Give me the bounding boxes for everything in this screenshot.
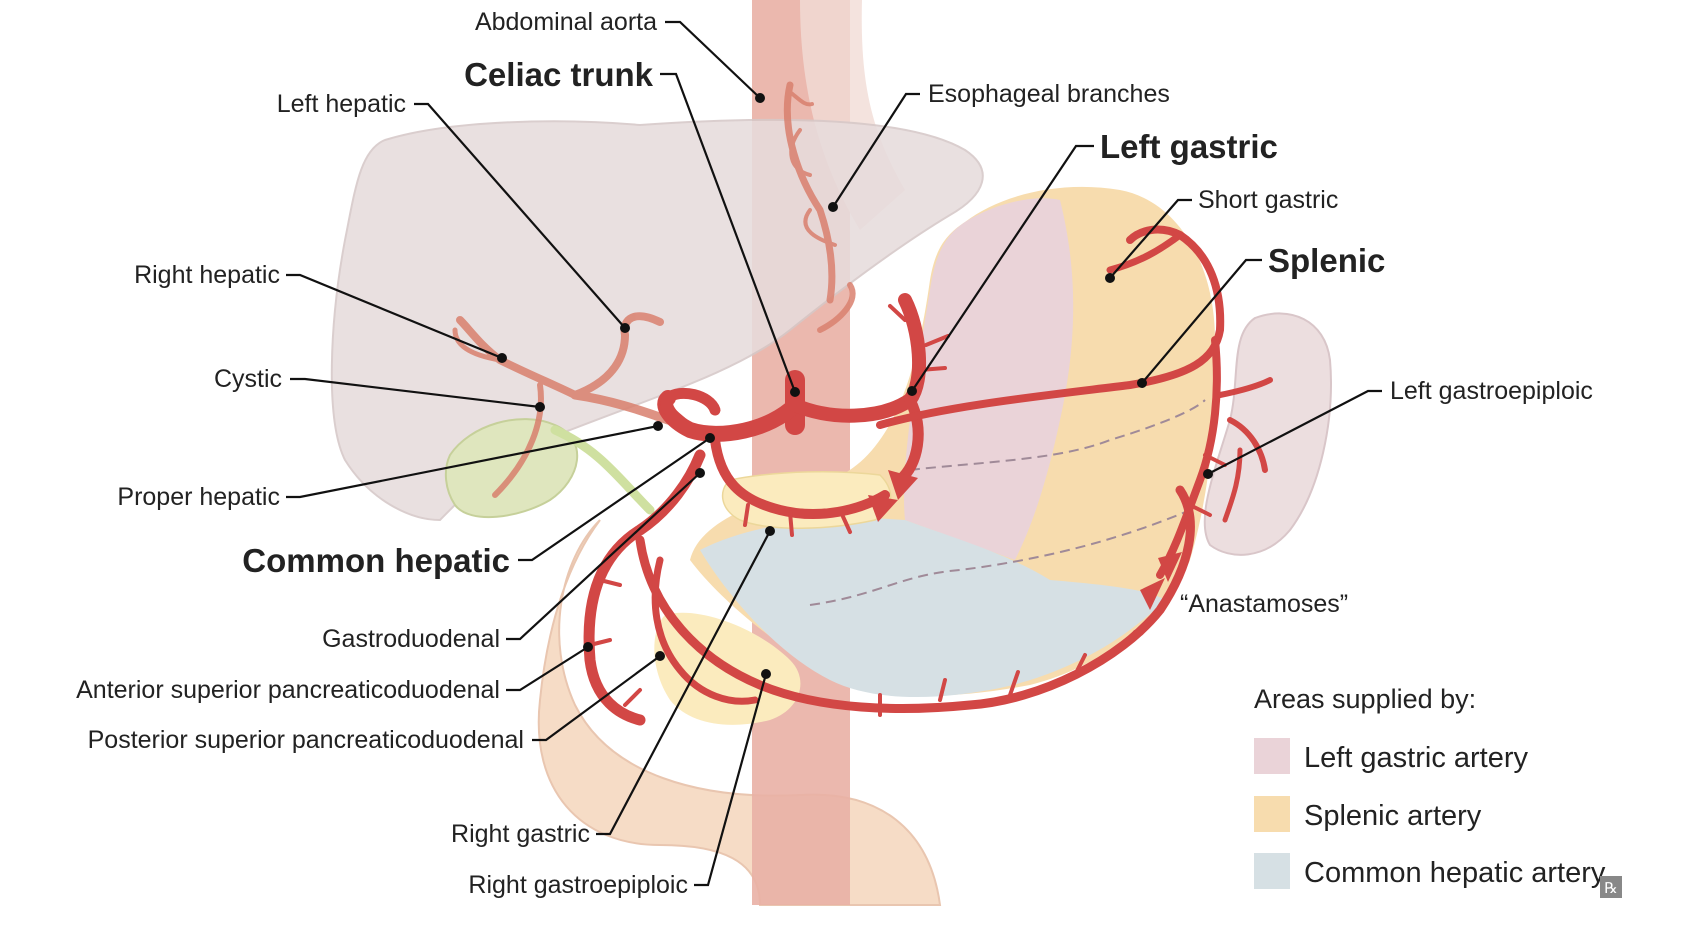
label-common-hepatic: Common hepatic [242,542,510,579]
legend-swatch-common-hepatic [1254,853,1290,889]
stomach-boundary-dashed-2 [809,509,1191,606]
label-right-gastroepiploic: Right gastroepiploic [468,871,688,899]
label-splenic: Splenic [1268,242,1385,279]
stomach-common-hepatic-region [700,518,1165,698]
gallbladder [444,418,579,519]
label-celiac-trunk: Celiac trunk [464,56,654,93]
label-left-hepatic: Left hepatic [277,90,406,118]
label-left-gastroepiploic: Left gastroepiploic [1390,377,1593,405]
gastroduodenal-vessel [583,449,706,726]
rx-watermark: ℞ [1600,876,1622,898]
right-gastroepiploic-vessel [635,485,1195,713]
legend-title: Areas supplied by: [1254,684,1476,714]
label-cystic: Cystic [214,365,282,393]
rx-watermark-text: ℞ [1604,881,1617,897]
esophageal-branch-artery [783,81,837,304]
label-esophageal-branches: Esophageal branches [928,80,1170,108]
artery-side-branches [588,304,1227,717]
legend: Areas supplied by: Left gastric artery S… [1254,684,1606,889]
right-gastric-vessel [710,435,890,520]
label-gastroduodenal: Gastroduodenal [322,625,500,653]
label-abdominal-aorta: Abdominal aorta [475,8,657,36]
leader-dots [497,93,1213,679]
label-anastamoses: “Anastamoses” [1180,590,1348,618]
label-short-gastric: Short gastric [1198,186,1338,214]
legend-label-left-gastric: Left gastric artery [1304,742,1529,774]
leader-lines [286,20,1382,887]
stomach-boundary-dashed-1 [909,399,1206,471]
label-left-gastric: Left gastric [1100,128,1278,165]
label-right-gastric: Right gastric [451,820,590,848]
legend-label-common-hepatic: Common hepatic artery [1304,857,1606,889]
cystic-duct [550,425,655,515]
spleen [1203,312,1332,556]
left-gastroepiploic-vessel [1156,336,1221,579]
label-anterior-superior-pancreaticoduodenal: Anterior superior pancreaticoduodenal [76,676,500,704]
legend-swatch-splenic [1254,796,1290,832]
label-posterior-superior-pancreaticoduodenal: Posterior superior pancreaticoduodenal [88,726,524,754]
anastomosis-arrowheads [868,470,1182,610]
label-right-hepatic: Right hepatic [134,261,280,289]
legend-label-splenic: Splenic artery [1304,800,1482,832]
label-proper-hepatic: Proper hepatic [117,483,280,511]
proper-hepatic-vessel [660,387,721,436]
stomach-left-gastric-region [904,198,1074,560]
legend-swatch-left-gastric [1254,738,1290,774]
